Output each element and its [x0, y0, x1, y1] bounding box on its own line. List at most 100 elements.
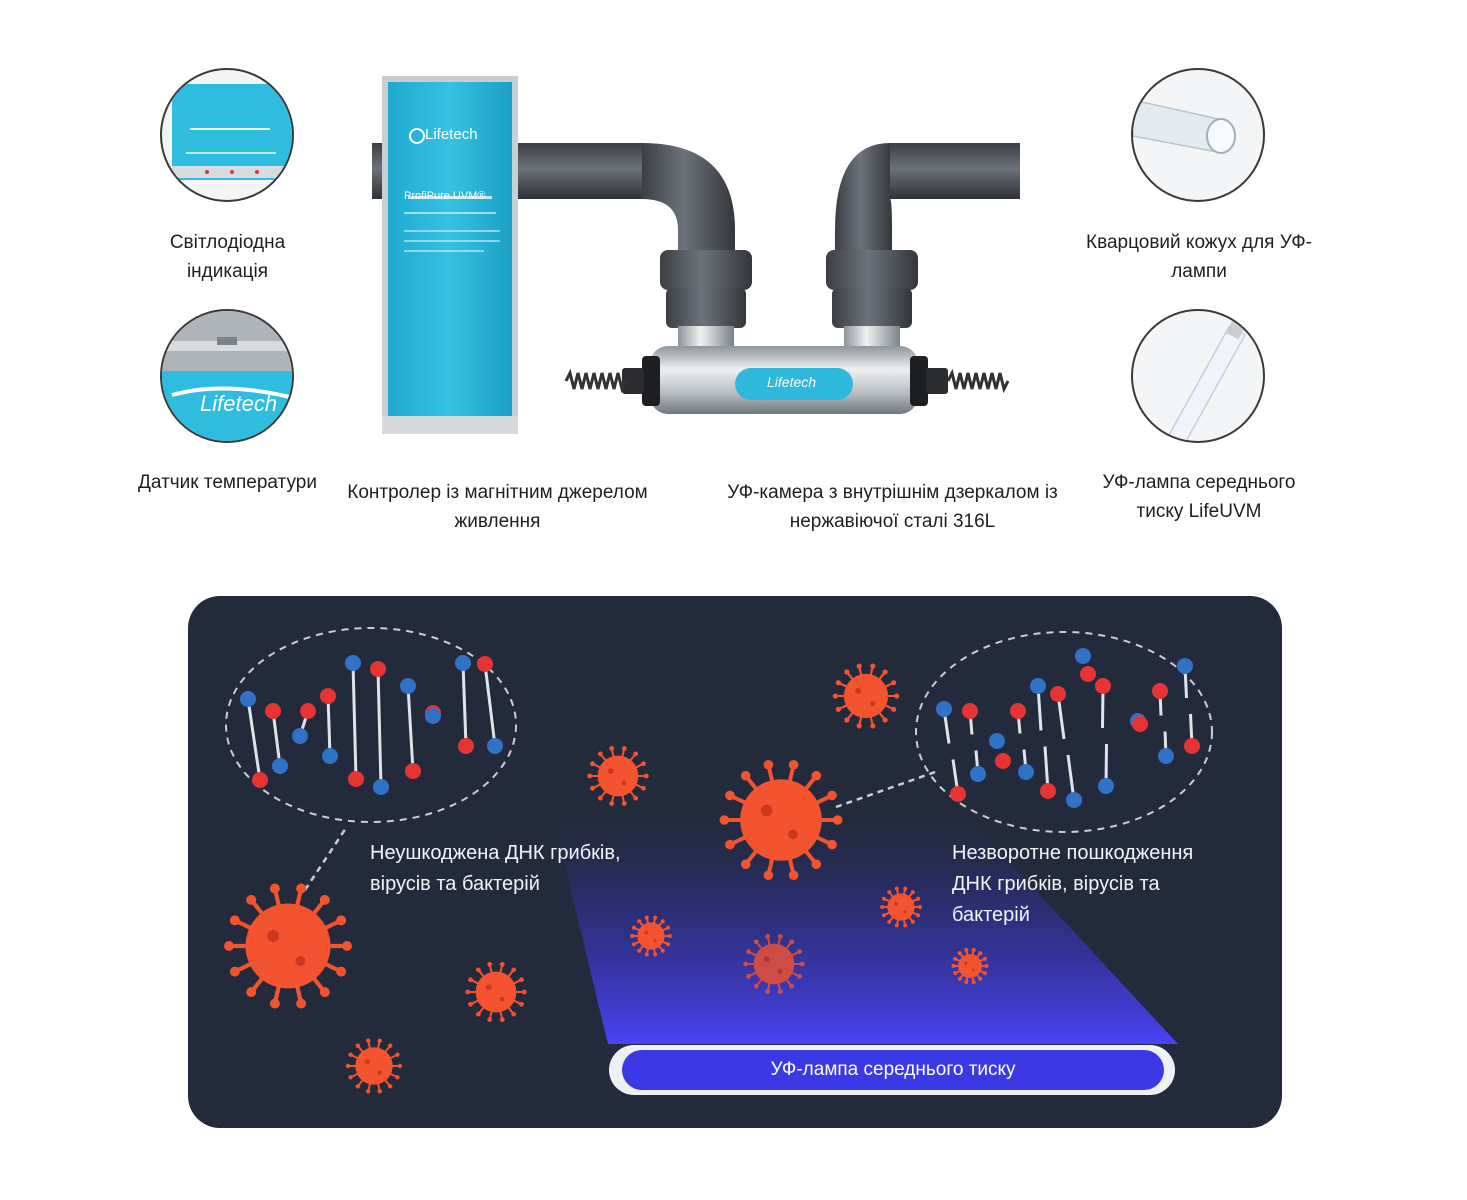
dna-base	[1152, 683, 1168, 699]
virus-spot	[621, 780, 627, 786]
dna-base	[370, 661, 386, 677]
dna-base	[1010, 703, 1026, 719]
virus-spike-tip	[984, 964, 989, 968]
virus-spike-tip	[910, 890, 915, 895]
virus-spike-tip	[827, 839, 837, 850]
virus-spike-tip	[519, 977, 524, 983]
dna-base	[265, 703, 281, 719]
virus-spike-tip	[982, 971, 987, 976]
dna-base	[320, 688, 336, 704]
virus-spike-tip	[964, 980, 969, 985]
virus-spike-tip	[637, 919, 642, 924]
dna-base	[1158, 748, 1174, 764]
virus-spike-tip	[799, 961, 805, 967]
virus-spike-tip	[788, 759, 799, 770]
virus-spike-tip	[916, 913, 921, 918]
virus-spot	[267, 930, 279, 942]
virus-spike-tip	[891, 706, 897, 712]
virus-spike-tip	[951, 964, 956, 968]
damaged-dna-label: Незворотне пошкодження ДНК грибків, віру…	[952, 842, 1194, 926]
dna-rung	[461, 662, 468, 747]
virus-spot	[763, 956, 770, 963]
dna-rung	[326, 695, 332, 757]
virus-spike-tip	[903, 923, 908, 928]
virus-spike-tip	[971, 947, 976, 952]
virus-spike-tip	[753, 983, 759, 989]
virus-spike-tip	[743, 961, 749, 967]
virus-spike-tip	[229, 966, 240, 977]
left-union	[660, 250, 752, 290]
dna-base	[348, 771, 364, 787]
dna-base	[1030, 678, 1046, 694]
virus-spike-tip	[740, 770, 751, 781]
virus-spot	[485, 984, 492, 991]
virus-spike-tip	[777, 933, 783, 939]
virus-spike-tip	[644, 952, 649, 957]
virus-body	[637, 922, 665, 950]
virus-spike-tip	[590, 785, 595, 791]
virus-spike-tip	[916, 896, 921, 901]
virus-icon	[630, 915, 672, 957]
virus-spike-tip	[609, 745, 615, 751]
virus-spike-tip	[641, 761, 646, 767]
virus-spike-tip	[633, 751, 639, 757]
right-pipe	[890, 143, 1020, 199]
virus-spike-tip	[468, 1001, 473, 1007]
virus-spike-tip	[246, 894, 257, 905]
virus-spike-tip	[740, 859, 751, 870]
virus-spot	[295, 956, 306, 966]
virus-spike-tip	[348, 1052, 353, 1057]
virus-spike-tip	[296, 998, 307, 1009]
dna-base	[1184, 738, 1200, 754]
dna-base	[936, 701, 952, 717]
virus-spike-tip	[395, 1052, 400, 1057]
virus-spike-tip	[719, 815, 730, 825]
controller-model: ProfiPure UVM®	[404, 190, 486, 202]
temperature-sensor-caption: Датчик температури	[138, 472, 317, 493]
virus-spike-tip	[797, 949, 802, 955]
virus-spot	[364, 1058, 371, 1065]
virus-spike-tip	[475, 967, 481, 973]
virus-spike-tip	[844, 669, 850, 675]
virus-spike-tip	[229, 915, 240, 926]
virus-spike-tip	[811, 770, 822, 781]
virus-spike-tip	[377, 1038, 382, 1043]
dna-base	[962, 703, 978, 719]
virus-spike-tip	[789, 983, 795, 989]
virus-icon	[832, 663, 900, 729]
virus-spike-tip	[903, 886, 908, 891]
intact-dna-connector	[303, 827, 348, 891]
dna-base	[1075, 648, 1091, 664]
virus-spike-tip	[832, 693, 838, 699]
dna-base	[1177, 658, 1193, 674]
virus-spot	[894, 901, 899, 906]
virus-spike-tip	[355, 1043, 361, 1048]
dna-base	[1066, 792, 1082, 808]
virus-spike-tip	[643, 773, 649, 779]
virus-spike-tip	[957, 951, 962, 956]
virus-spike-tip	[964, 947, 969, 952]
virus-spike-tip	[725, 790, 735, 801]
dna-base	[1098, 778, 1114, 794]
uv-lamp-circle	[1131, 309, 1265, 443]
chamber-label	[735, 368, 853, 400]
dna-base	[970, 766, 986, 782]
virus-spike-tip	[587, 773, 593, 779]
virus-spike-tip	[666, 925, 671, 930]
virus-spike-tip	[336, 966, 347, 977]
virus-body	[958, 954, 982, 978]
virus-body	[843, 673, 889, 719]
virus-spike-tip	[269, 998, 280, 1009]
virus-spike-tip	[499, 1017, 505, 1023]
intact-dna-oval	[225, 627, 517, 823]
controller-brand: Lifetech	[425, 126, 478, 143]
virus-spike-tip	[870, 723, 876, 729]
virus-spike-tip	[519, 1001, 524, 1007]
dna-rung	[376, 668, 383, 788]
chamber-brand: Lifetech	[767, 374, 817, 390]
virus-spike-tip	[835, 706, 841, 712]
dna-rung	[271, 710, 282, 767]
virus-spike-tip	[880, 905, 885, 909]
dna-base	[373, 779, 389, 795]
virus-spike-tip	[765, 933, 771, 939]
